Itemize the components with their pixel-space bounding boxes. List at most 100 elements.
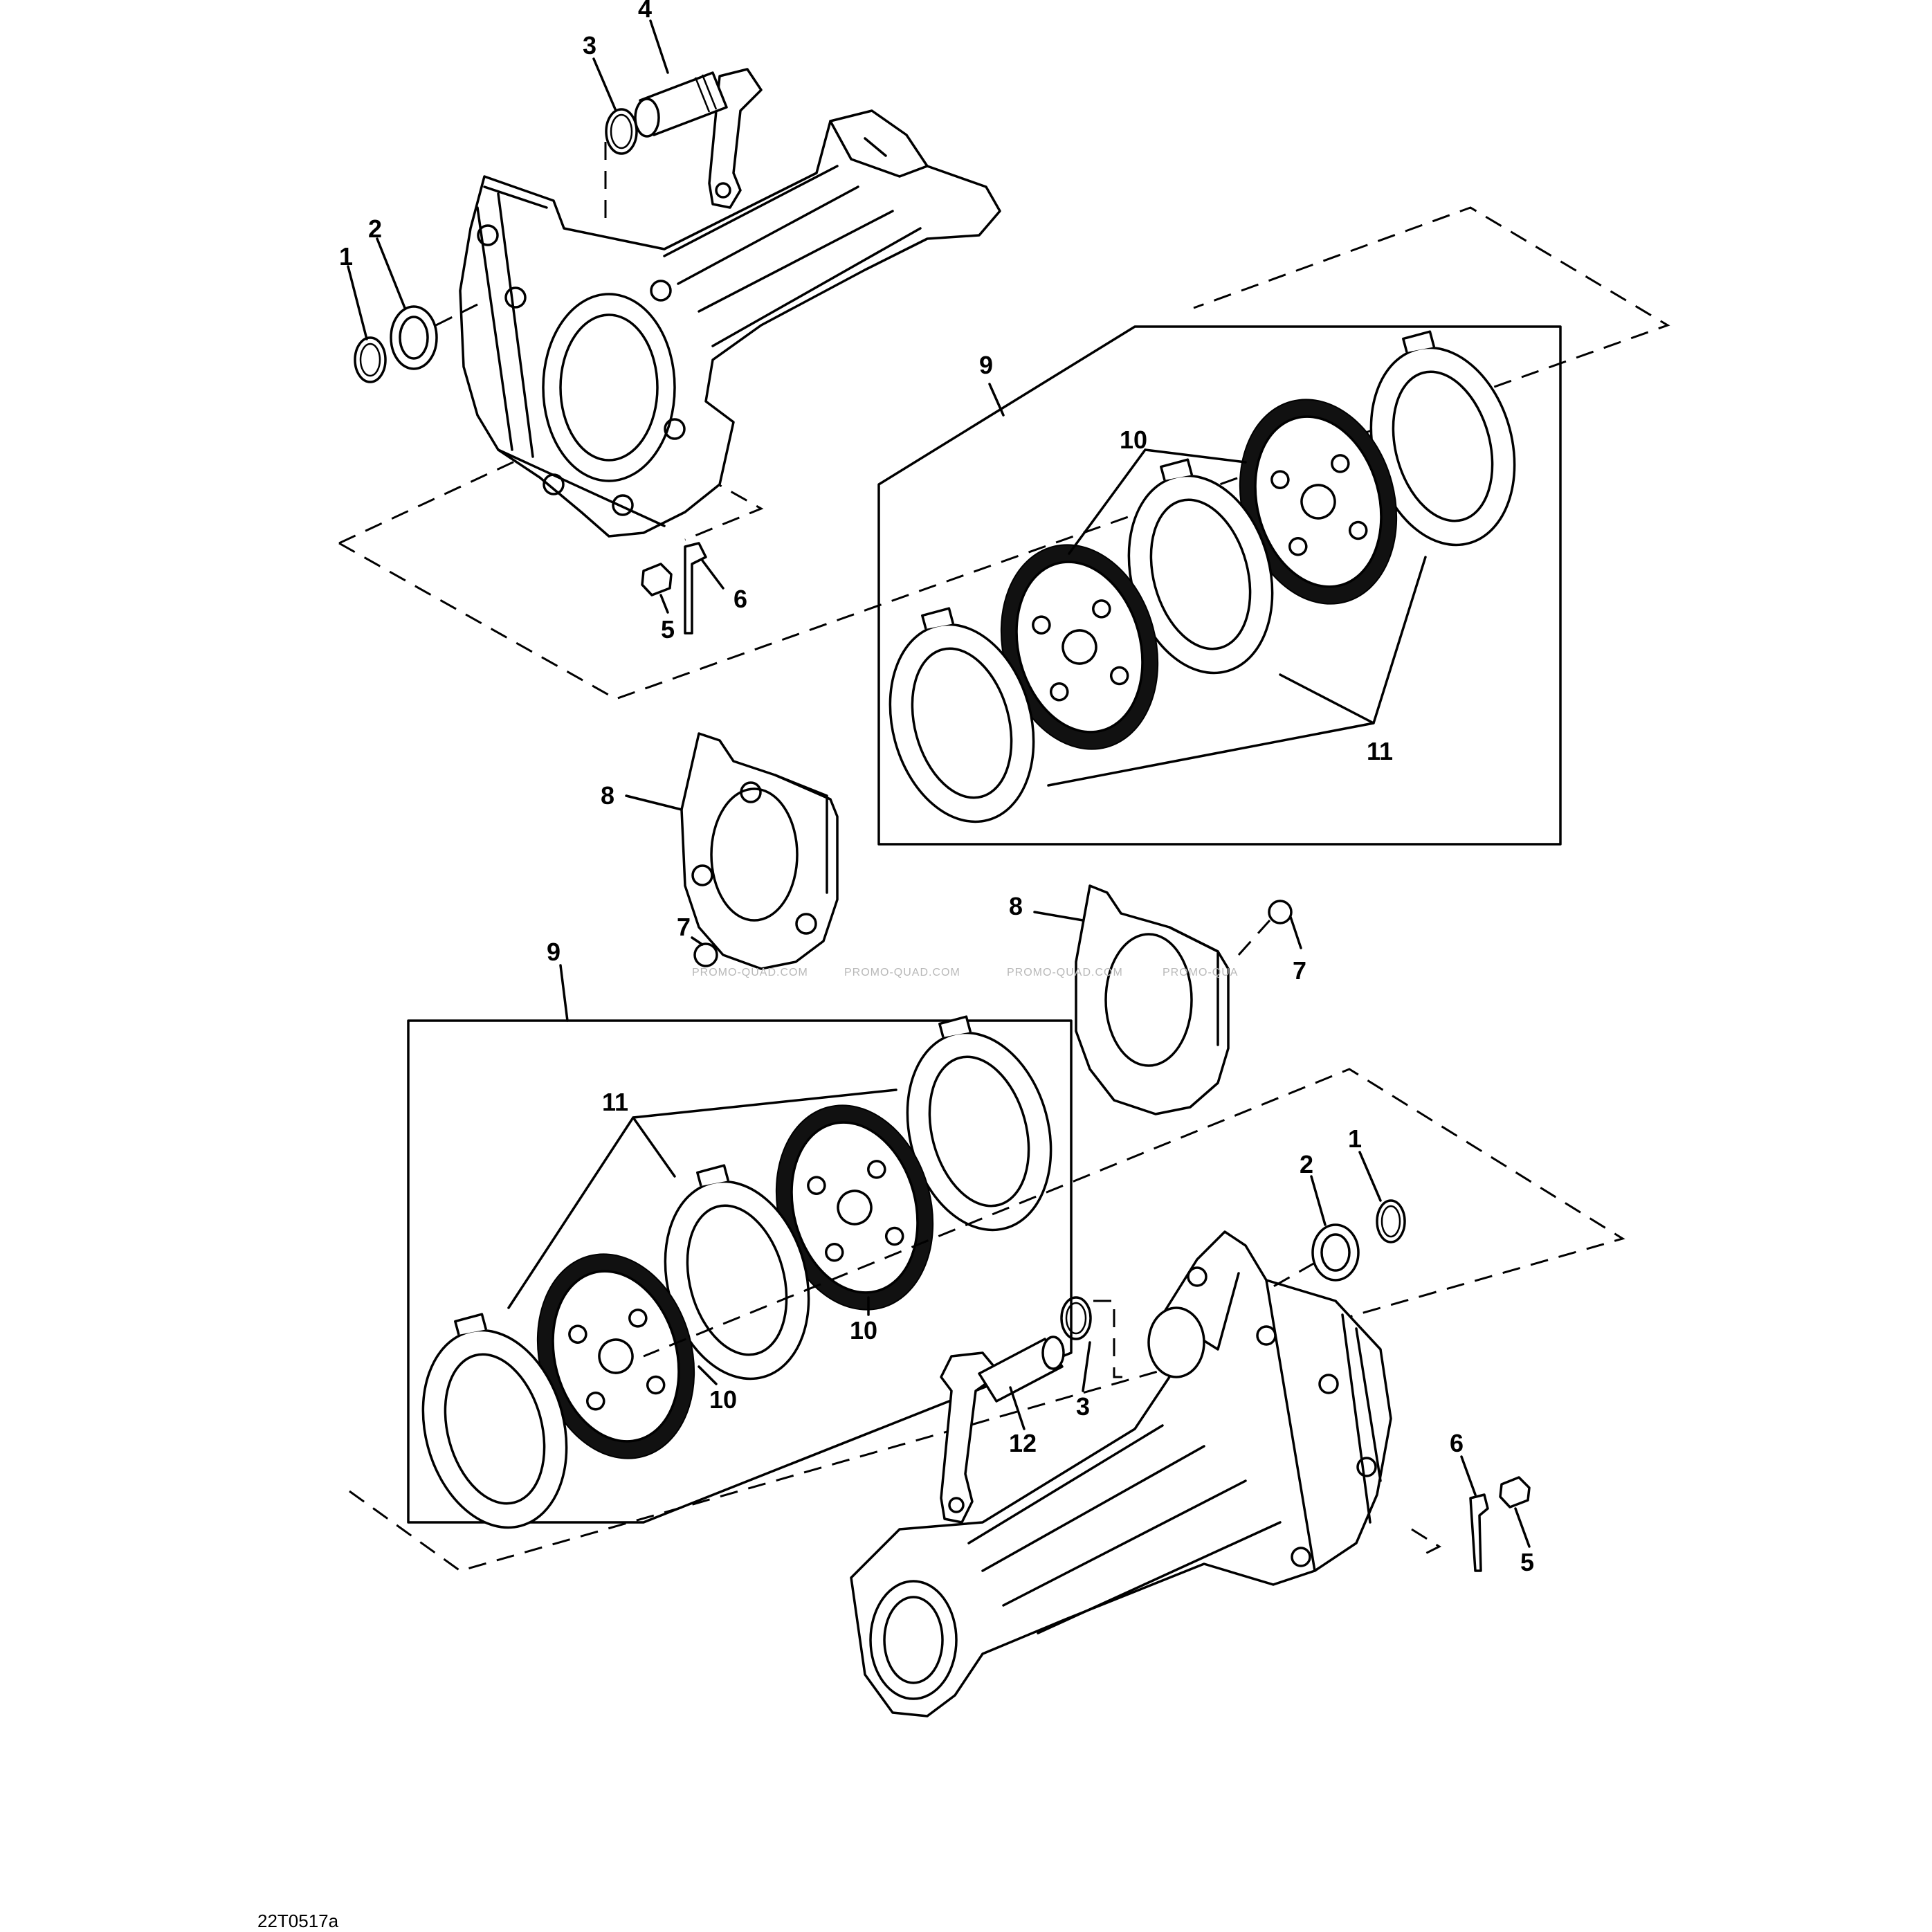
- upper-housing-ribs: [476, 185, 666, 527]
- upper-brake-pack: [877, 325, 1562, 846]
- lower-steel-plate: [421, 1313, 568, 1529]
- brake-shaft-end: [634, 98, 660, 138]
- upper-housing-tube-lines: [663, 120, 929, 347]
- part-1-snap-ring-inner: [359, 343, 381, 377]
- leader-5-lower: [1514, 1507, 1531, 1548]
- part-8-pressure-plate-right: [1075, 884, 1230, 1115]
- lower-housing-bolt-hole: [1291, 1547, 1311, 1567]
- leader-2-upper: [376, 237, 406, 309]
- lower-steel-plate: [906, 1015, 1052, 1232]
- leader-11-upper: [1047, 556, 1427, 787]
- upper-housing-dashed-outline: [338, 206, 1670, 700]
- part-5-bolt: [641, 563, 673, 596]
- callout-4-upper: 4: [638, 0, 652, 23]
- callout-2-lower: 2: [1300, 1150, 1313, 1178]
- leader-3-lower: [1082, 1341, 1091, 1392]
- callout-10-lower-b: 10: [709, 1385, 737, 1414]
- upper-housing-bore: [542, 293, 676, 482]
- part-8-pressure-plate-left: [680, 732, 839, 970]
- watermark-3: PROMO-QUAD.COM: [1007, 967, 1123, 978]
- upper-steel-plate: [1127, 458, 1274, 675]
- part-7-ball-right: [1268, 900, 1293, 924]
- brake-lever-hole: [715, 182, 731, 199]
- leader-6-upper: [701, 559, 724, 590]
- part-3-o-ring-inner: [610, 113, 633, 149]
- lower-housing-dashed-outline: [349, 1068, 1625, 1572]
- drawing-code: 22T0517a: [257, 1911, 339, 1931]
- o-ring-dash-lower: [1093, 1300, 1128, 1378]
- lower-friction-disc: [536, 1253, 695, 1459]
- upper-friction-disc: [1000, 544, 1159, 750]
- part-1-snap-ring-lower-inner: [1380, 1205, 1401, 1238]
- part-4-brake-shaft: [634, 68, 763, 209]
- leader-12-lower: [1009, 1386, 1026, 1430]
- part-6-lock-plate-lower: [1469, 1493, 1489, 1572]
- lower-housing-dashed-side: [1411, 1528, 1442, 1558]
- callout-6-lower: 6: [1450, 1429, 1464, 1457]
- leader-10-lower-b: [698, 1365, 718, 1385]
- leader-3-upper: [592, 57, 617, 112]
- upper-steel-plate: [888, 607, 1035, 823]
- brake-shaft-groove: [694, 74, 718, 113]
- part-3-o-ring-lower-inner: [1065, 1302, 1087, 1335]
- leader-7-left: [691, 936, 704, 946]
- upper-housing-bolt-hole: [664, 418, 686, 440]
- callout-6-upper: 6: [733, 585, 747, 613]
- brake-shaft-end-lower: [1041, 1336, 1065, 1370]
- upper-housing-bolt-hole: [504, 286, 527, 309]
- leader-11-lower: [507, 1088, 897, 1309]
- callout-9-lower: 9: [547, 938, 561, 966]
- leader-2-lower: [1310, 1175, 1327, 1226]
- leader-6-lower: [1460, 1455, 1477, 1496]
- leader-1-lower: [1358, 1151, 1382, 1202]
- lower-housing-ribs: [1265, 1279, 1382, 1572]
- part-3-o-ring-lower: [1060, 1296, 1092, 1340]
- lower-housing-bolt-hole: [1356, 1457, 1377, 1477]
- upper-friction-disc: [1239, 399, 1398, 605]
- callout-5-lower: 5: [1520, 1548, 1534, 1576]
- leader-9-upper: [988, 383, 1005, 417]
- callout-1-upper: 1: [339, 242, 353, 271]
- part-2-washer: [390, 305, 438, 370]
- upper-housing-bolt-hole: [477, 224, 499, 246]
- watermark-2: PROMO-QUAD.COM: [844, 967, 960, 978]
- lower-housing-tube-lines: [967, 1272, 1282, 1634]
- part-1-snap-ring: [354, 336, 387, 383]
- leader-8-right: [1033, 911, 1084, 922]
- part-7-ball-left: [693, 942, 718, 967]
- part-5-6-upper: [641, 542, 707, 635]
- callout-3-lower: 3: [1076, 1392, 1090, 1421]
- callout-10-upper: 10: [1120, 426, 1147, 454]
- upper-brake-pack-frame: [877, 325, 1562, 846]
- lower-housing-bolt-hole: [1187, 1266, 1208, 1287]
- callout-1-lower: 1: [1348, 1124, 1362, 1153]
- part-3-o-ring: [605, 108, 638, 155]
- part-5-bolt-lower: [1499, 1476, 1531, 1509]
- ball-dash-right: [1237, 919, 1271, 956]
- leader-5-upper: [659, 594, 669, 614]
- callout-10-lower-a: 10: [850, 1316, 877, 1345]
- callout-7-right: 7: [1293, 956, 1306, 985]
- part-2-washer-lower: [1311, 1223, 1360, 1282]
- callout-9-upper: 9: [979, 351, 993, 379]
- lower-housing-bolt-hole: [1318, 1374, 1339, 1394]
- callout-11-upper: 11: [1367, 737, 1393, 765]
- watermark-1: PROMO-QUAD.COM: [692, 967, 808, 978]
- leader-7-right: [1289, 915, 1302, 949]
- lower-brake-pack: [407, 964, 1073, 1529]
- callout-8-left: 8: [601, 781, 614, 810]
- leader-9-lower: [559, 964, 569, 1022]
- part-6-lock-plate: [684, 542, 707, 635]
- part-12-brake-shaft: [940, 1336, 1065, 1524]
- part-1-snap-ring-lower: [1376, 1199, 1406, 1243]
- watermark-4: PROMO-QUA: [1163, 967, 1238, 978]
- upper-housing-group: [338, 109, 1670, 700]
- brake-lever-hole-lower: [948, 1497, 965, 1513]
- part-5-6-lower: [1469, 1476, 1531, 1572]
- washer-dash-leader: [435, 303, 478, 327]
- upper-housing-dashed-right: [684, 476, 764, 541]
- part-2-washer-inner: [399, 316, 429, 360]
- upper-steel-plate: [1369, 330, 1516, 547]
- leader-4-upper: [649, 19, 669, 74]
